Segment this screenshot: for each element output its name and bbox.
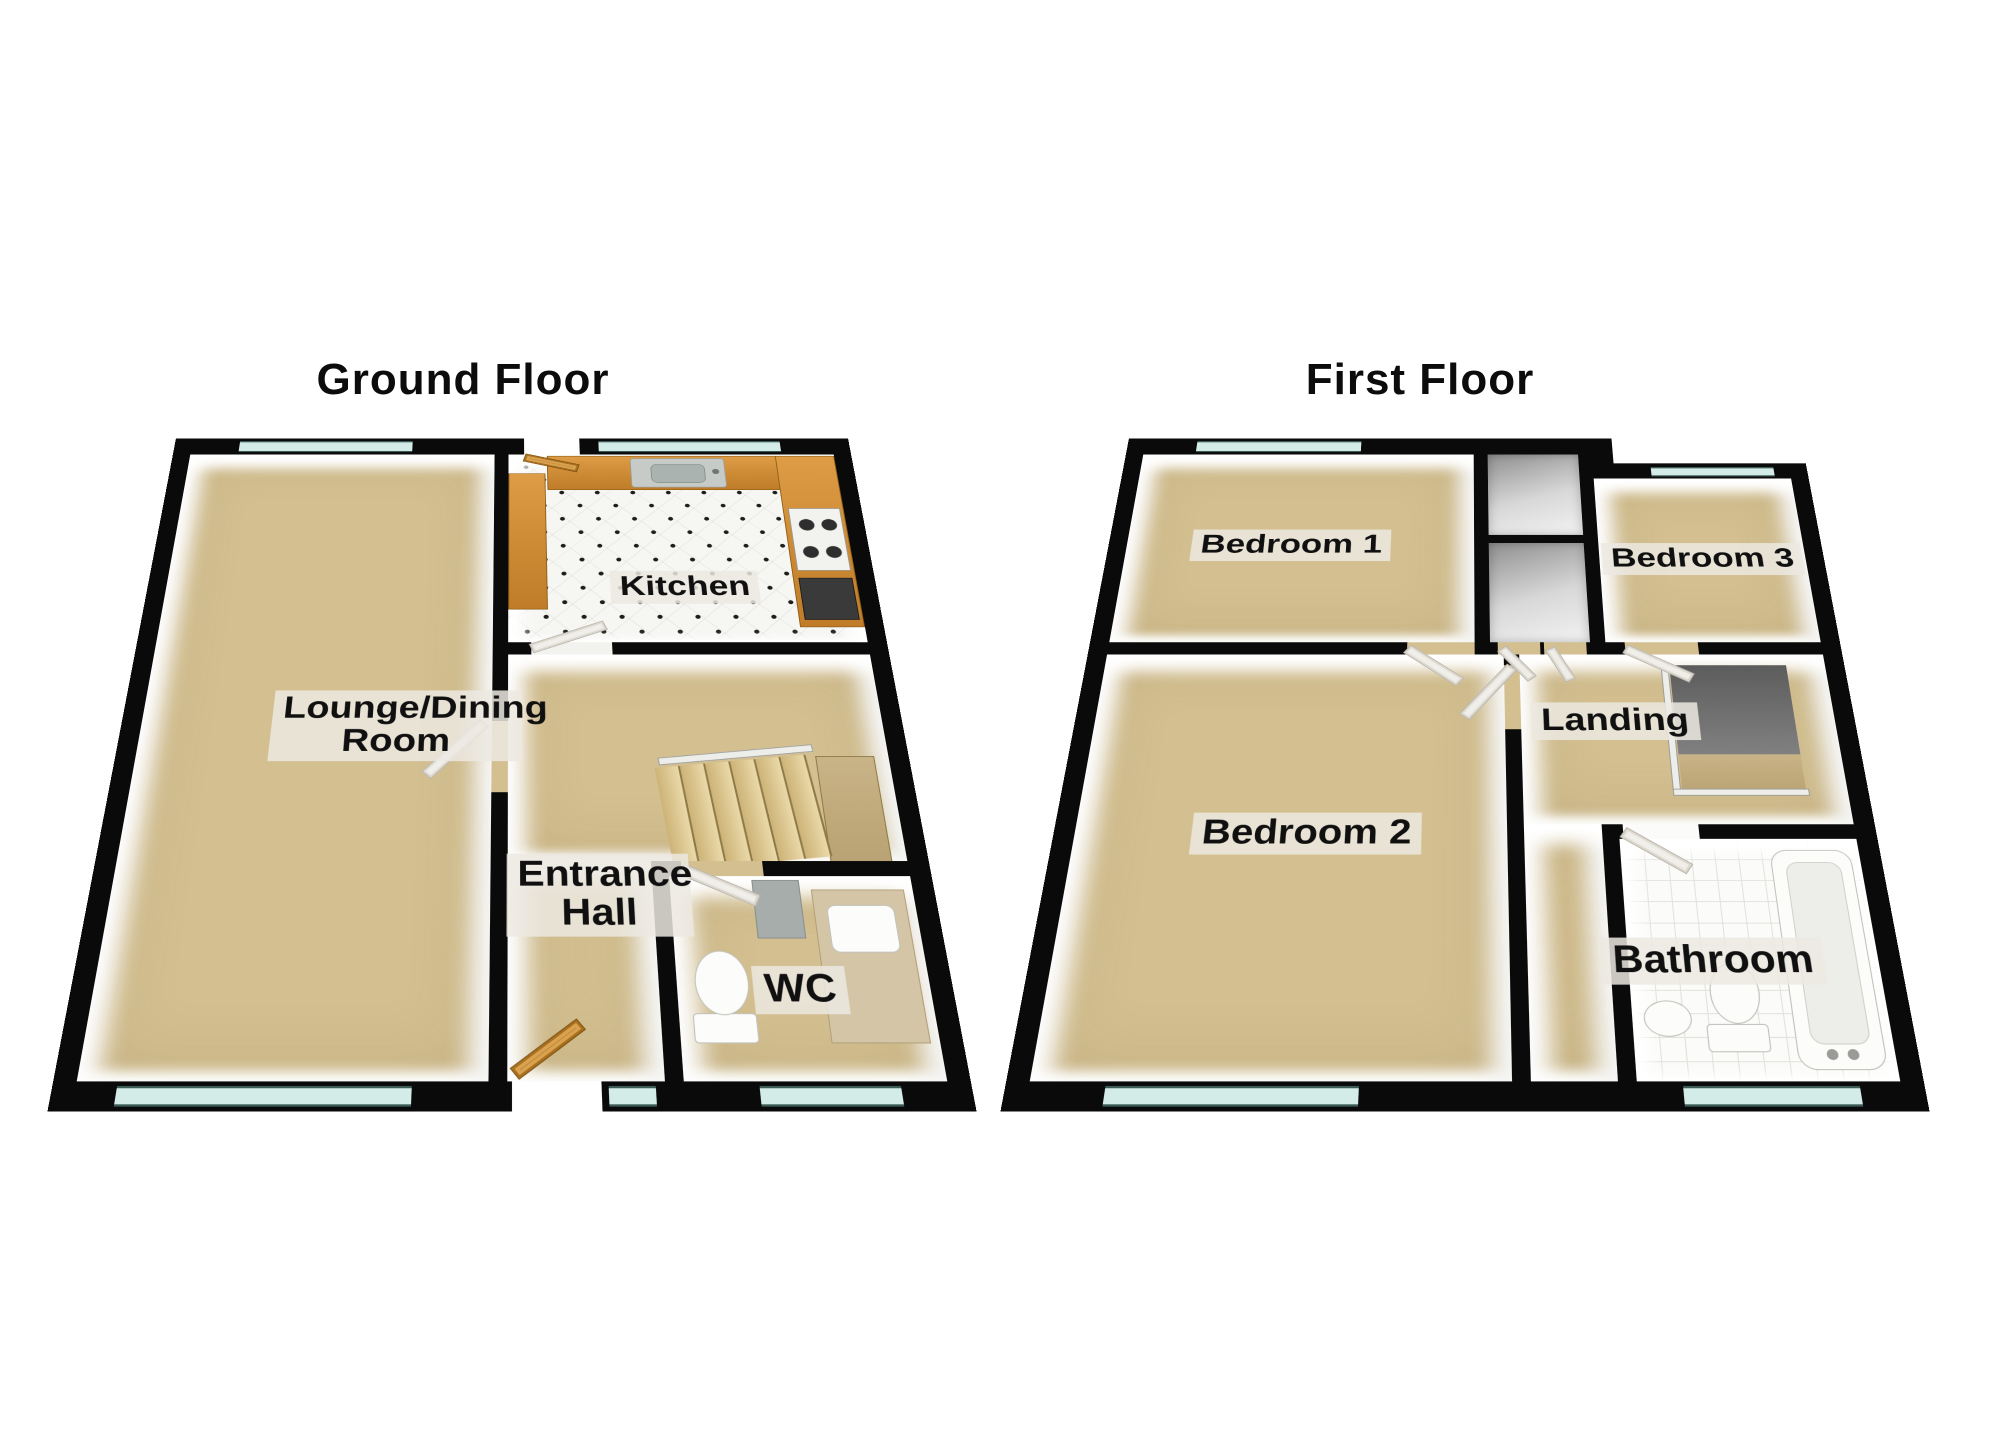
kitchen-unit-left — [508, 473, 548, 610]
kitchen-window — [598, 441, 782, 453]
ground-floor-title: Ground Floor — [316, 355, 610, 404]
kitchen-sink-icon — [629, 458, 728, 488]
bathroom-toilet-cistern-icon — [1706, 1023, 1772, 1053]
front-door-opening — [512, 1081, 603, 1112]
bedroom1-window — [1195, 441, 1362, 453]
room-label-bedroom1: Bedroom 1 — [1189, 529, 1392, 561]
bedroom2-window — [1102, 1085, 1359, 1107]
bedroom3-window — [1650, 467, 1775, 477]
hob-icon — [787, 508, 852, 571]
ground-floor-plan: Lounge/Dining Room Kitchen Entrance Hall… — [47, 438, 977, 1112]
room-label-wc: WC — [750, 966, 852, 1015]
room-label-bedroom2: Bedroom 2 — [1188, 812, 1423, 855]
room-label-lounge-dining: Lounge/Dining Room — [267, 690, 548, 761]
bedroom2-floor — [1029, 654, 1513, 1082]
lounge-front-window — [113, 1085, 412, 1107]
back-door-opening — [524, 438, 580, 455]
wc-toilet-cistern-icon — [692, 1013, 760, 1044]
first-floor-plan: Bedroom 1 Bedroom 3 Landing Bedroom 2 Ba… — [1000, 438, 1930, 1112]
wc-basin-icon — [825, 904, 902, 953]
stair-bulkhead-cupboard-bottom — [1488, 543, 1590, 643]
hall-front-window — [608, 1085, 658, 1107]
wall-segment — [1473, 454, 1490, 643]
oven-icon — [798, 577, 860, 620]
wc-window — [759, 1085, 905, 1107]
bathroom-window — [1683, 1085, 1864, 1107]
room-label-bathroom: Bathroom — [1600, 937, 1829, 985]
wall-segment — [1590, 438, 1615, 479]
room-label-entrance-hall: Entrance Hall — [506, 853, 695, 937]
wc-mirror — [751, 879, 807, 939]
stair-bulkhead-cupboard-top — [1487, 454, 1584, 535]
room-label-kitchen: Kitchen — [609, 570, 762, 604]
first-floor-title: First Floor — [1305, 355, 1535, 404]
room-label-bedroom3: Bedroom 3 — [1600, 543, 1806, 575]
wall-segment — [1474, 534, 1599, 544]
room-label-landing: Landing — [1530, 702, 1702, 740]
lounge-bay-window — [238, 441, 413, 453]
landing-banister — [1672, 788, 1811, 796]
